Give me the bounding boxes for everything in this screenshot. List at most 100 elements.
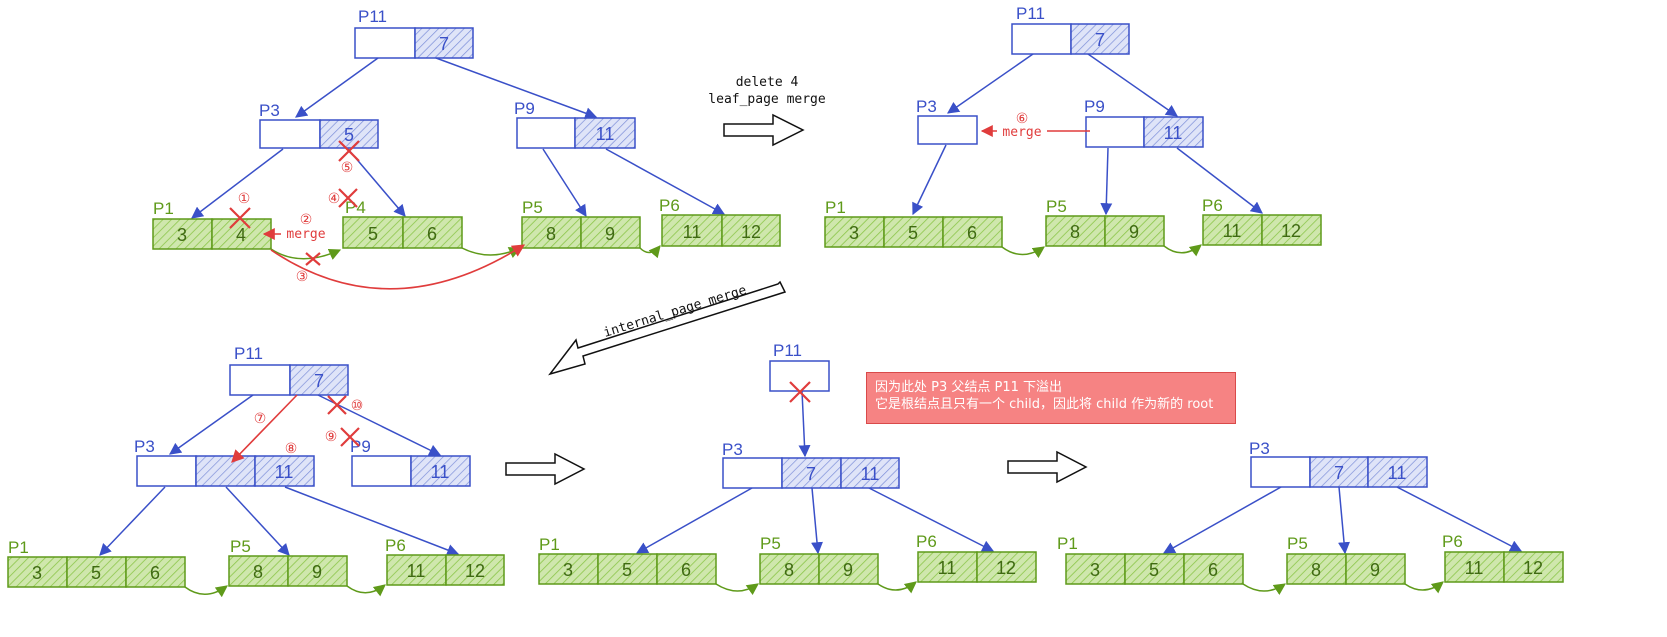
p5-key-8-text-4: 8 — [784, 560, 794, 580]
p1-key-4-text: 4 — [236, 225, 246, 245]
p3-label-4: P3 — [722, 440, 743, 459]
sibling-link-p5-p6 — [639, 245, 661, 259]
edge-p3-p1-4 — [635, 487, 753, 554]
p6-key-12-text-4: 12 — [996, 558, 1016, 578]
merge-bg-2 — [997, 123, 1047, 139]
p6-key-12-text-3: 12 — [465, 561, 485, 581]
p11-key-7-text-3: 7 — [314, 371, 324, 391]
p6-key-11-2 — [1202, 214, 1263, 246]
p1-key-5-text-5: 5 — [1149, 560, 1159, 580]
p5-key-8-text-3: 8 — [253, 562, 263, 582]
p5-label-2: P5 — [1046, 197, 1067, 216]
p6-key-11-text-2: 11 — [1223, 221, 1242, 241]
p3-empty-slot-4 — [722, 457, 783, 489]
p9-key-11-2 — [1143, 116, 1204, 148]
p5-key-8-text-5: 8 — [1311, 560, 1321, 580]
p1-key-6-text-2: 6 — [967, 223, 977, 243]
sibling-link-p4-p5 — [461, 247, 522, 259]
edge-p11-p9-2 — [1087, 53, 1178, 117]
sibling-link-4a — [715, 583, 759, 596]
p1-key-3-text-4: 3 — [563, 560, 573, 580]
explanation-note: 因为此处 P3 父结点 P11 下溢出 它是根结点且只有一个 child，因此将… — [866, 372, 1236, 424]
p1-key-6-4 — [656, 553, 717, 585]
p11-node-4 — [769, 360, 830, 392]
edge-p11-p9 — [435, 57, 598, 119]
p3-key-11-text-5: 11 — [1388, 463, 1407, 483]
p5-key-9-text-5: 9 — [1370, 560, 1380, 580]
p5-key-9-3 — [287, 555, 348, 587]
step-num-10: ⑩ — [351, 398, 364, 414]
step-arrow-2: internal_page merge — [548, 280, 787, 376]
p3-key-11-4 — [840, 457, 900, 489]
sibling-link-2b — [1163, 244, 1202, 257]
edge-p9-p5 — [542, 148, 587, 218]
p1-key-6-3 — [125, 556, 186, 588]
edge-p9-p6 — [605, 148, 726, 215]
diagonal-arrow-icon — [548, 280, 787, 376]
p4-key-6-text: 6 — [427, 224, 437, 244]
p5-label-4: P5 — [760, 534, 781, 553]
p5-key-8-text-2: 8 — [1070, 222, 1080, 242]
p11-label-4: P11 — [773, 341, 802, 360]
edge-p11-p3-3 — [169, 394, 254, 455]
edge-p11-p3-4 — [798, 390, 811, 458]
step1-line2: leaf_page merge — [708, 92, 826, 107]
p1-key-5-text-4: 5 — [622, 560, 632, 580]
panel-2: P11 7 P3 P9 11 merge ⑥ P1 3 5 6 P5 8 9 P… — [824, 4, 1322, 259]
edge-p3-p1-2 — [912, 144, 947, 216]
p11-empty-slot-3 — [229, 364, 291, 396]
p9-empty-slot — [516, 117, 576, 149]
p1-key-3-3 — [7, 556, 68, 588]
edge-p9-p6-2 — [1176, 147, 1263, 214]
p3-label-2: P3 — [916, 97, 937, 116]
p11-label: P11 — [358, 7, 387, 26]
panel-4: P11 P3 7 11 P1 3 5 6 P5 8 9 P6 11 12 — [538, 341, 1037, 596]
p5-label-5: P5 — [1287, 534, 1308, 553]
p11-key-7 — [414, 27, 474, 59]
p9-key-11-text: 11 — [596, 124, 615, 144]
p3-empty-slot — [259, 119, 321, 149]
p6-key-11-4 — [917, 551, 978, 583]
p4-key-6 — [402, 216, 463, 249]
p11-key-7-2 — [1070, 23, 1130, 55]
edge-p3-p1-3 — [99, 486, 166, 556]
sibling-link-4b — [877, 581, 917, 594]
p1-key-6-2 — [942, 216, 1003, 248]
p5-key-9-2 — [1104, 215, 1165, 247]
p9-label: P9 — [514, 99, 535, 118]
right-arrow-icon-1 — [723, 113, 805, 147]
panel-3: P11 7 P3 11 P9 11 ⑦ ⑧ ⑨ ⑩ P1 3 5 — [7, 344, 505, 598]
p11-empty-slot — [354, 27, 416, 59]
step2-label: internal_page merge — [602, 283, 749, 341]
step-num-4: ④ — [328, 191, 341, 207]
edge-p3-p1 — [191, 148, 284, 219]
p6-key-12-text-5: 12 — [1523, 558, 1543, 578]
p1-label-5: P1 — [1057, 534, 1078, 553]
cross-icon-1 — [229, 207, 251, 229]
p5-key-9-5 — [1345, 553, 1406, 585]
p1-key-5-4 — [597, 553, 658, 585]
p11-key-7-3 — [289, 364, 349, 396]
p11-key-7-text: 7 — [439, 34, 449, 54]
p9-label-2: P9 — [1084, 97, 1105, 116]
p1-key-6-text-3: 6 — [150, 563, 160, 583]
cross-icon-9 — [340, 427, 360, 447]
cross-icon-4 — [338, 188, 358, 208]
edge-p3-p5-3 — [225, 486, 290, 556]
p3-label-5: P3 — [1249, 439, 1270, 458]
p9-key-11-text-2: 11 — [1164, 123, 1183, 143]
p6-key-11-text-4: 11 — [938, 558, 957, 578]
p5-label-3: P5 — [230, 537, 251, 556]
p3-key-5-text: 5 — [344, 125, 354, 145]
p6-key-11-5 — [1444, 551, 1505, 583]
cross-icon-3 — [305, 252, 321, 266]
p9-empty-slot-3 — [351, 455, 412, 487]
merge-text-1: merge — [286, 227, 325, 242]
right-arrow-icon-4 — [1007, 450, 1088, 484]
p5-key-9-text: 9 — [605, 224, 615, 244]
p3-label-3: P3 — [134, 437, 155, 456]
note-line-2: 它是根结点且只有一个 child，因此将 child 作为新的 root — [875, 397, 1214, 412]
edge-p3-p5-5 — [1338, 486, 1350, 555]
right-arrow-icon-3 — [505, 452, 586, 486]
step-num-8: ⑧ — [285, 441, 298, 457]
